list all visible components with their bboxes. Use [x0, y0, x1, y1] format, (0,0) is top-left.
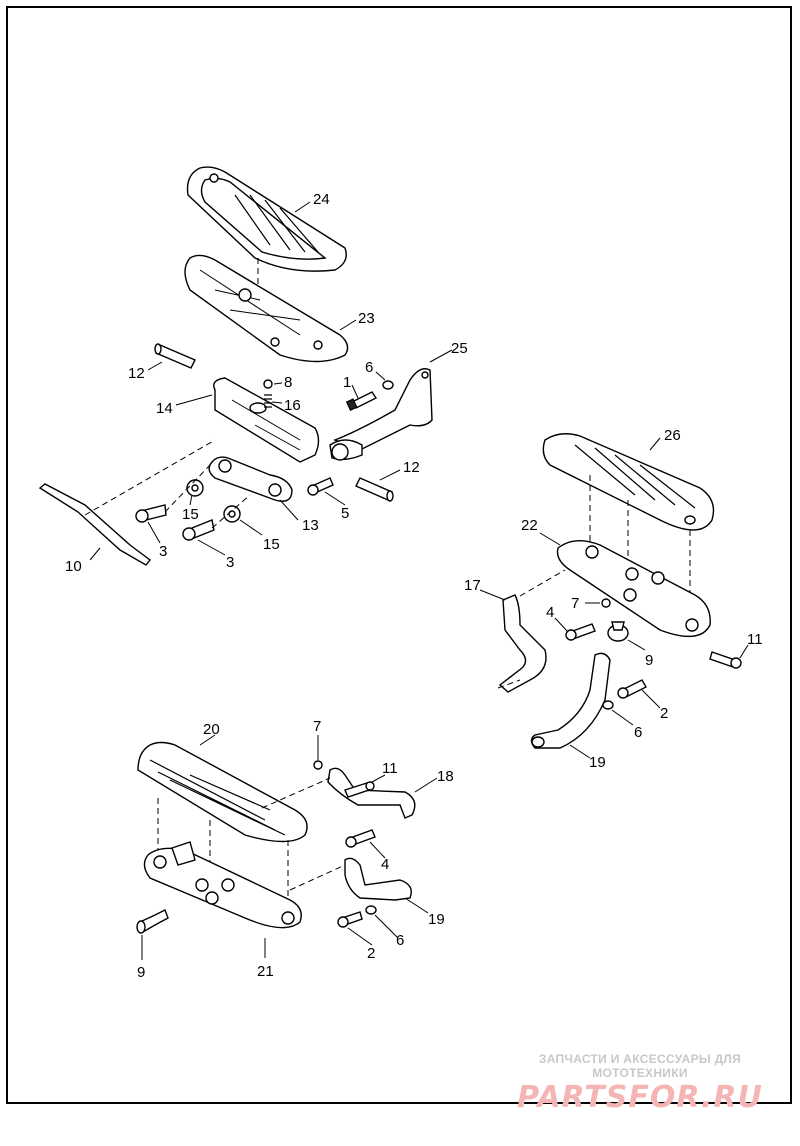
part-2-screw-right	[617, 679, 647, 699]
callout-9-lower: 9	[137, 964, 145, 981]
leader-19-lower	[289, 864, 346, 891]
callout-23: 23	[358, 310, 375, 327]
callout-6-upper: 6	[365, 359, 373, 376]
callout-19-right: 19	[589, 754, 606, 771]
leader-dash-2	[164, 464, 211, 513]
callout-20: 20	[203, 721, 220, 738]
callout-4-right: 4	[546, 604, 554, 621]
callout-8: 8	[284, 374, 292, 391]
callout-7-right: 7	[571, 595, 579, 612]
part-11-screw-right	[709, 651, 742, 669]
callout-12-upper: 12	[128, 365, 145, 382]
part-19-bracket-lower	[344, 857, 412, 901]
leader-dash-3	[211, 494, 251, 529]
part-12-pin-lower	[355, 477, 394, 502]
callout-9-right: 9	[645, 652, 653, 669]
part-8-ball	[263, 379, 273, 389]
callout-24: 24	[313, 191, 330, 208]
callout-5: 5	[341, 505, 349, 522]
callout-17: 17	[464, 577, 481, 594]
part-25-bracket	[329, 368, 433, 461]
part-12-pin-upper	[154, 343, 196, 369]
part-15-nut-b	[223, 505, 241, 523]
callout-16: 16	[284, 397, 301, 414]
watermark-tagline: ЗАПЧАСТИ И АКСЕССУАРЫ ДЛЯ МОТОТЕХНИКИ	[538, 1052, 742, 1080]
callout-3-upper: 3	[159, 543, 167, 560]
part-3-screw-a	[135, 504, 167, 523]
part-6-washer-upper	[382, 380, 394, 390]
part-17-bracket	[498, 594, 547, 693]
leader-dash-1	[84, 439, 216, 516]
part-6-washer-lower	[365, 905, 377, 915]
part-3-screw-b	[182, 519, 215, 541]
callout-14: 14	[156, 400, 173, 417]
part-15-nut-a	[186, 479, 204, 497]
part-22-footboard-base	[556, 540, 711, 638]
part-9-knob-right	[607, 621, 629, 642]
part-21-footboard-base	[143, 841, 302, 929]
leader-18	[261, 777, 331, 809]
callout-6-right: 6	[634, 724, 642, 741]
callout-2-lower: 2	[367, 945, 375, 962]
callout-13: 13	[302, 517, 319, 534]
part-23-footboard-base	[184, 254, 349, 363]
part-14-mount-block	[213, 377, 320, 463]
callout-26: 26	[664, 427, 681, 444]
diagram-frame	[6, 6, 792, 1104]
callout-4-lower: 4	[381, 856, 389, 873]
callout-6-lower: 6	[396, 932, 404, 949]
part-4-screw-right	[565, 623, 596, 641]
part-6-washer-right	[602, 700, 614, 710]
callout-labels: 24 23 25 12 14 8 16 1 6 12 5 13 15 15 3 …	[65, 191, 763, 981]
callout-19-lower: 19	[428, 911, 445, 928]
part-13-link-arm	[208, 456, 293, 502]
leader-17	[519, 569, 566, 597]
part-20-footboard-pad	[137, 741, 308, 843]
part-19-bracket-right	[530, 652, 611, 749]
callout-22: 22	[521, 517, 538, 534]
part-9-knob-lower	[136, 909, 169, 934]
part-10-strip	[38, 483, 151, 566]
callout-12-lower: 12	[403, 459, 420, 476]
callout-2-right: 2	[660, 705, 668, 722]
part-18-bracket	[327, 767, 416, 819]
part-11-screw-lower	[344, 781, 375, 798]
part-5-screw	[307, 477, 334, 496]
callout-15-lower: 15	[263, 536, 280, 553]
callout-18: 18	[437, 768, 454, 785]
callout-21: 21	[257, 963, 274, 980]
callout-10: 10	[65, 558, 82, 575]
part-2-screw-lower	[337, 911, 363, 928]
part-4-screw-lower	[345, 829, 376, 848]
callout-1: 1	[343, 374, 351, 391]
part-26-footboard-pad	[542, 433, 715, 531]
callout-7-lower: 7	[313, 718, 321, 735]
callout-11-lower: 11	[382, 760, 398, 777]
part-7-nut-right	[601, 598, 611, 608]
watermark: ЗАПЧАСТИ И АКСЕССУАРЫ ДЛЯ МОТОТЕХНИКИ PA…	[490, 1052, 790, 1115]
part-7-nut-lower	[313, 760, 323, 770]
callout-25: 25	[451, 340, 468, 357]
callout-3-lower: 3	[226, 554, 234, 571]
part-1-screw	[345, 391, 378, 412]
leader-17-b	[497, 679, 521, 689]
part-16-spring	[264, 394, 272, 408]
callout-leaders	[89, 201, 749, 960]
watermark-logo: PARTSFOR.RU	[517, 1080, 763, 1115]
callout-15-upper: 15	[182, 506, 199, 523]
part-24-footboard-pad	[186, 166, 347, 272]
callout-11-right: 11	[747, 631, 763, 648]
